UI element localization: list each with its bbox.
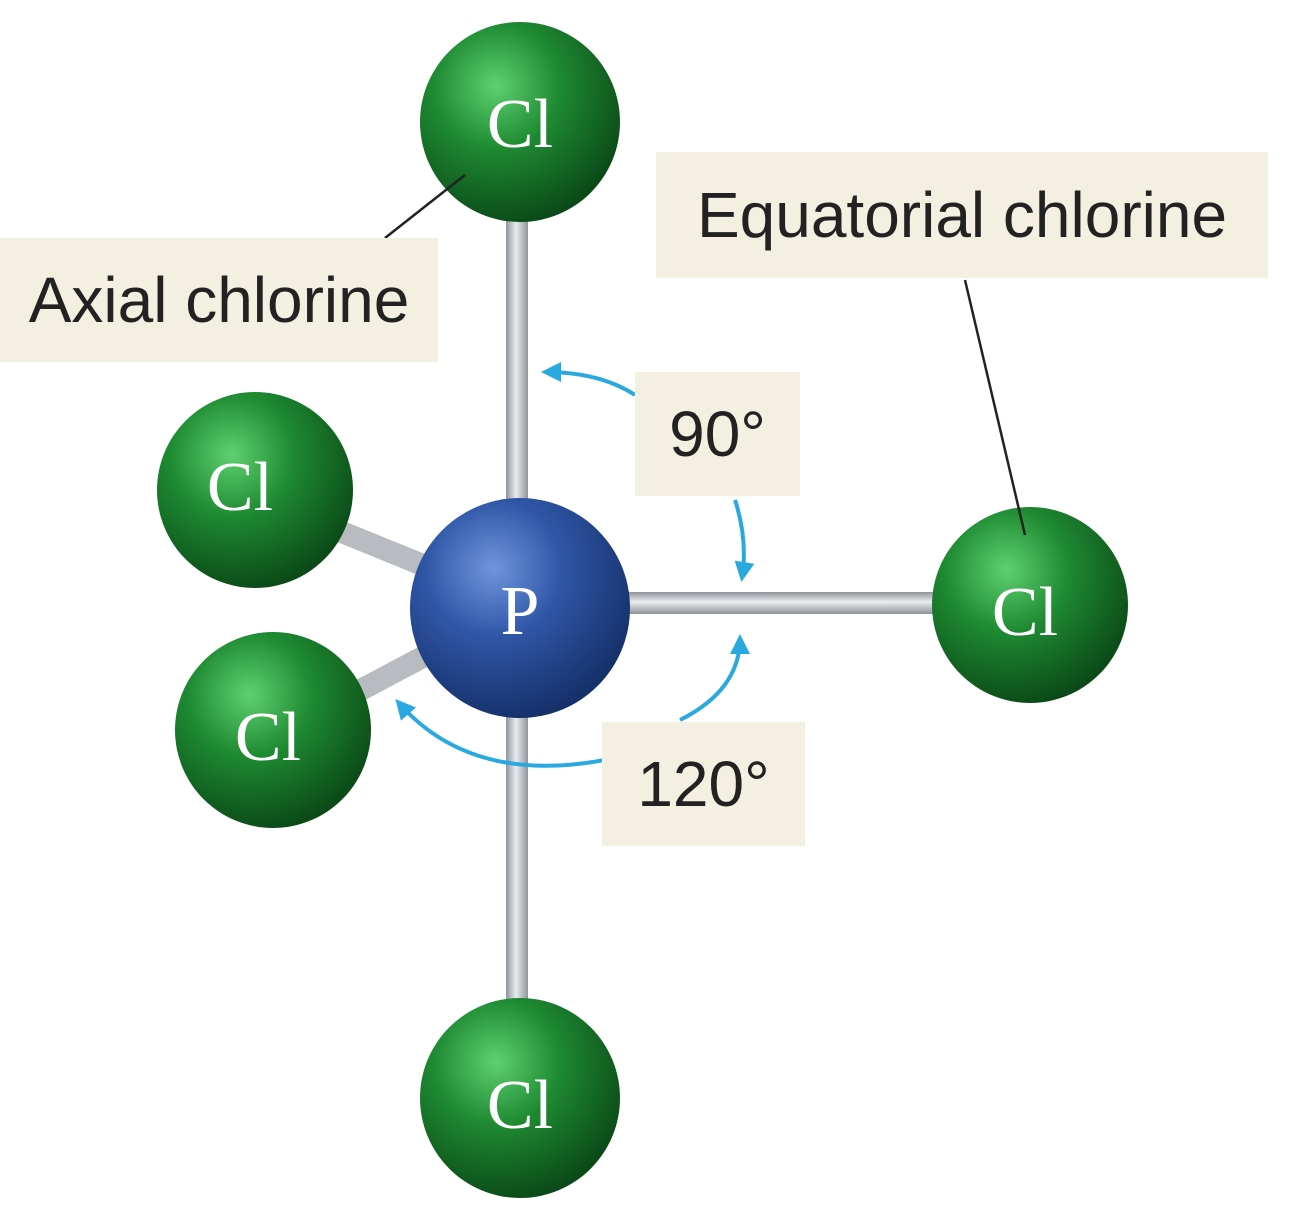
phosphorus-atom (410, 498, 630, 718)
atom-label-cl-right: Cl (992, 574, 1058, 651)
angle-120-label: 120° (602, 722, 805, 846)
equatorial-chlorine-label: Equatorial chlorine (656, 152, 1268, 278)
bond-equatorial-right (600, 592, 945, 614)
leader-line-equatorial (963, 279, 1027, 536)
bond-axial-bottom (506, 690, 528, 1020)
atom-label-cl-top: Cl (487, 86, 553, 163)
chlorine-atom-axial-bottom (420, 998, 620, 1198)
axial-chlorine-label: Axial chlorine (0, 238, 438, 362)
leader-line-axial (384, 174, 466, 239)
atom-label-cl-upper-left: Cl (207, 449, 273, 526)
bond-axial-top (506, 200, 528, 530)
atom-label-p: P (501, 573, 540, 650)
chlorine-atom-equatorial-lower-left (175, 632, 371, 828)
angle-90-label: 90° (635, 372, 800, 496)
chlorine-atom-equatorial-right (932, 507, 1128, 703)
angle-arrow-90-upper (541, 362, 637, 397)
chlorine-atom-equatorial-upper-left (157, 392, 353, 588)
angle-arrow-90-lower (733, 499, 755, 582)
atom-label-cl-lower-left: Cl (235, 699, 301, 776)
atom-label-cl-bottom: Cl (487, 1067, 553, 1144)
angle-arrow-120-left (395, 698, 606, 768)
chlorine-atom-axial-top (420, 22, 620, 222)
angle-arrow-120-right (679, 634, 750, 722)
